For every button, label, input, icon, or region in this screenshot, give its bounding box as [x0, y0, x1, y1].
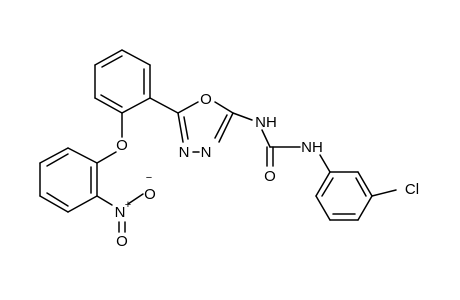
bond-c2r-c3r-inner	[355, 177, 367, 197]
bond-c3r-c4r	[357, 195, 373, 221]
bond-a5-a6	[94, 97, 123, 114]
bond-a4-a5	[121, 97, 151, 114]
charge-minus: −	[146, 172, 152, 184]
bond-c2-nh1	[232, 112, 253, 121]
bonds	[39, 49, 397, 233]
bond-b5-b6	[39, 195, 69, 213]
bond-n4-c5	[177, 112, 184, 143]
atom-nh1: NH	[255, 114, 277, 131]
bond-b1-b2	[39, 147, 69, 164]
bond-c6r-c1-inner	[321, 177, 334, 197]
bond-a2-a3	[121, 49, 151, 66]
atom-o-carbonyl: O	[264, 168, 276, 185]
bond-o-ether-b3	[96, 151, 117, 164]
atom-o-nitro-double: O	[116, 233, 128, 250]
bond-b1-b2-inner	[46, 153, 69, 167]
bond-a1-a2	[94, 49, 123, 66]
bond-n4-c5-inner	[183, 116, 189, 140]
bond-b4-b5	[67, 195, 98, 213]
bond-c2-n3	[218, 112, 234, 143]
bond-c5-o-ring	[177, 101, 199, 114]
atom-o-ether: O	[116, 137, 128, 154]
atom-o-nitro-minus: O	[144, 186, 156, 203]
atom-n4: N	[179, 144, 190, 161]
bond-a4-c5	[149, 97, 179, 114]
bond-nh1-c-carbonyl	[261, 129, 271, 148]
atom-labels: O N + O − O O N N NH NH O Cl	[115, 91, 420, 250]
bond-c2r-c3r	[357, 171, 373, 197]
bond-c3r-cl	[371, 189, 397, 197]
bond-b4-n-nitro	[96, 195, 113, 206]
bond-o-ring-c2	[214, 101, 234, 114]
bond-n-o-minus	[127, 193, 144, 205]
atom-o-ring: O	[200, 91, 212, 108]
bond-c5r-c6r	[315, 195, 331, 221]
bond-c6r-c1	[315, 171, 331, 197]
bond-b2-b3	[67, 147, 98, 164]
bond-nh2-c1	[319, 154, 331, 173]
bond-b5-b6-inner	[46, 192, 69, 207]
bond-a5-a6-inner	[100, 94, 123, 108]
atom-n3: N	[201, 144, 212, 161]
bond-a1-a2-inner	[101, 55, 123, 68]
bond-c2-n3-inner	[214, 114, 228, 139]
atom-nh2: NH	[301, 139, 323, 156]
atom-cl: Cl	[405, 181, 419, 198]
charge-plus: +	[125, 199, 131, 211]
atom-n-nitro: N	[115, 204, 126, 221]
